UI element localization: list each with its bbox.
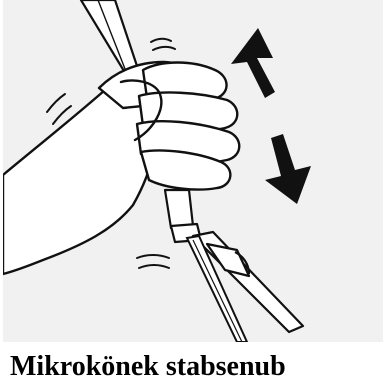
hand-pumping-rod-icon — [3, 0, 383, 342]
rod-icon — [81, 0, 139, 76]
collet-icon — [165, 190, 201, 242]
caption-text: Mikrokönek stabsenub — [10, 350, 389, 383]
arrow-down-icon — [265, 134, 311, 204]
illustration-panel — [3, 0, 383, 342]
arrow-up-icon — [231, 28, 275, 98]
